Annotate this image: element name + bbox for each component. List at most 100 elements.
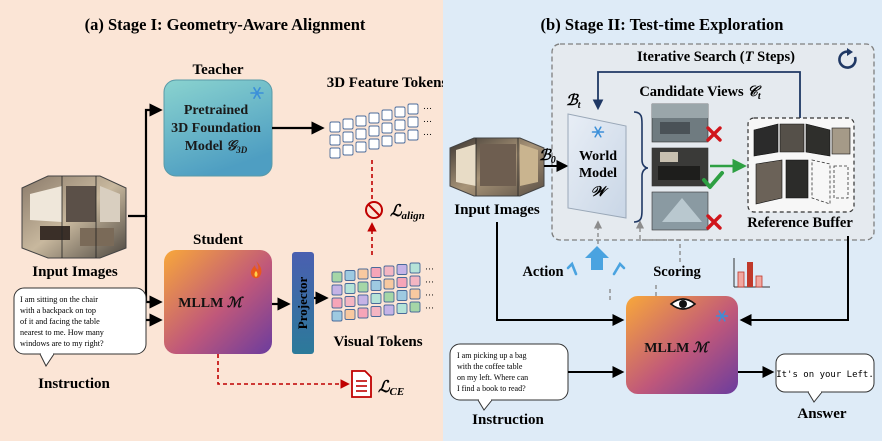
token-ellipsis: … xyxy=(425,275,434,285)
input-images-label-right: Input Images xyxy=(454,202,540,218)
feature-token xyxy=(342,144,354,156)
teacher-box-line3: Model 𝒢3D xyxy=(185,139,248,155)
reference-buffer-label: Reference Buffer xyxy=(747,215,853,231)
visual-token xyxy=(396,303,408,314)
token-ellipsis: … xyxy=(423,114,432,124)
feature-token xyxy=(329,134,341,146)
visual-token xyxy=(357,268,369,280)
visual-token xyxy=(331,297,343,309)
snowflake-icon xyxy=(250,87,264,99)
visual-token xyxy=(370,293,382,304)
input-images-thumbnail-left xyxy=(21,175,127,259)
svg-text:I find a book to read?: I find a book to read? xyxy=(457,384,526,393)
instruction-bubble-right xyxy=(449,343,569,411)
cross-icon xyxy=(706,214,722,230)
visual-token xyxy=(344,270,356,281)
feature-token xyxy=(368,125,380,137)
world-model-panel xyxy=(567,113,627,219)
feature-token xyxy=(407,116,419,128)
visual-token xyxy=(331,310,343,322)
svg-text:with a backpack on top: with a backpack on top xyxy=(20,306,96,315)
candidate-views-label: Candidate Views 𝒞t xyxy=(639,84,762,102)
snowflake-icon xyxy=(715,310,729,322)
world-model-line1: World xyxy=(579,149,617,164)
visual-tokens-label: Visual Tokens xyxy=(333,334,422,350)
instruction-label-left: Instruction xyxy=(38,376,110,392)
visual-token xyxy=(357,294,369,306)
svg-text:I am sitting on the chair: I am sitting on the chair xyxy=(20,295,98,304)
feature-token xyxy=(342,131,354,143)
feature-token xyxy=(394,106,406,118)
bar-chart-icon xyxy=(733,258,770,288)
visual-token xyxy=(357,307,369,319)
right-panel-title: (b) Stage II: Test-time Exploration xyxy=(541,15,784,34)
loop-arrow-buffer-to-world xyxy=(592,71,801,120)
student-box-text: MLLM ℳ xyxy=(178,296,245,311)
arrow-buffer-to-mllm xyxy=(739,236,849,326)
svg-text:nearest to me. How many: nearest to me. How many xyxy=(20,328,105,337)
feature-token xyxy=(329,147,341,159)
visual-token xyxy=(383,278,395,290)
answer-bubble xyxy=(775,353,875,403)
svg-text:windows are to my right?: windows are to my right? xyxy=(20,339,104,348)
arrow-up-icon xyxy=(566,246,626,276)
action-label: Action xyxy=(522,264,563,280)
visual-token xyxy=(396,290,408,301)
scoring-label: Scoring xyxy=(653,264,701,280)
visual-token xyxy=(344,296,356,307)
token-ellipsis: … xyxy=(423,101,432,111)
instruction-label-right: Instruction xyxy=(472,412,544,428)
visual-token xyxy=(331,284,343,296)
feature-token-grid: … … … xyxy=(329,101,432,159)
b-t-label: ℬt xyxy=(566,92,582,111)
feature-token xyxy=(407,129,419,141)
svg-text:on my left. Where can: on my left. Where can xyxy=(457,373,528,382)
feature-token xyxy=(368,112,380,124)
visual-token xyxy=(370,280,382,291)
align-loss-label: ℒalign xyxy=(390,203,425,222)
feature-token xyxy=(381,135,393,147)
reference-buffer-images xyxy=(753,123,851,205)
check-icon xyxy=(702,171,724,189)
visual-token xyxy=(409,288,421,300)
answer-text: It's on your Left. xyxy=(776,370,874,380)
arrow-input-to-mllm xyxy=(496,222,625,326)
svg-text:with the coffee table: with the coffee table xyxy=(457,362,523,371)
input-images-label-left: Input Images xyxy=(32,264,118,280)
flame-icon xyxy=(250,261,262,279)
answer-label: Answer xyxy=(797,406,847,422)
svg-text:of it and facing the table: of it and facing the table xyxy=(20,317,100,326)
cross-icon xyxy=(706,126,722,142)
visual-token xyxy=(409,275,421,287)
projector-label: Projector xyxy=(295,277,310,330)
svg-text:I am picking up a bag: I am picking up a bag xyxy=(457,351,527,360)
visual-token xyxy=(383,304,395,316)
refresh-icon xyxy=(838,48,857,69)
feature-token xyxy=(355,141,367,153)
candidate-brace xyxy=(633,111,649,223)
b-0-label: ℬ0 xyxy=(539,147,556,166)
feature-token xyxy=(329,121,341,133)
world-model-symbol: 𝒲 xyxy=(591,185,609,200)
mllm-box-text: MLLM ℳ xyxy=(644,341,711,356)
visual-token xyxy=(383,265,395,277)
dashed-scoring-to-candidates xyxy=(635,220,681,262)
visual-token xyxy=(396,277,408,288)
visual-token xyxy=(344,283,356,294)
token-ellipsis: … xyxy=(423,127,432,137)
candidate-view-1 xyxy=(651,103,709,143)
left-panel-title: (a) Stage I: Geometry-Aware Alignment xyxy=(85,15,366,34)
student-box xyxy=(164,250,272,354)
candidate-view-3 xyxy=(651,191,709,231)
feature-token xyxy=(381,122,393,134)
feature-token xyxy=(342,118,354,130)
feature-token xyxy=(394,132,406,144)
eye-icon xyxy=(669,298,697,310)
ce-loss-label: ℒCE xyxy=(378,379,404,398)
snowflake-icon xyxy=(591,126,605,138)
visual-token xyxy=(344,309,356,320)
feature-token xyxy=(407,103,419,115)
student-label: Student xyxy=(193,232,243,248)
